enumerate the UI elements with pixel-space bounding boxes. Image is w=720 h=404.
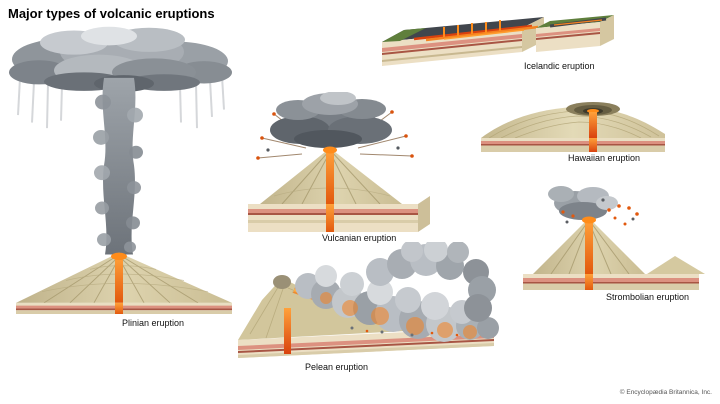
icelandic-illustration: [374, 12, 614, 84]
strombolian-illustration: [517, 186, 705, 296]
vulcanian-illustration: [240, 92, 435, 242]
page-title: Major types of volcanic eruptions: [8, 6, 215, 21]
pelean-label: Pelean eruption: [305, 362, 369, 372]
plinian-label: Plinian eruption: [122, 318, 185, 328]
strombolian-label: Strombolian eruption: [606, 292, 690, 302]
plinian-eruption-image: [9, 26, 232, 314]
icelandic-eruption-image: [382, 15, 614, 66]
hawaiian-eruption-image: [481, 102, 665, 152]
plinian-illustration: [4, 24, 236, 314]
vulcanian-eruption-image: [248, 92, 430, 232]
copyright-notice: © Encyclopædia Britannica, Inc.: [619, 389, 712, 396]
pelean-illustration: [232, 242, 504, 384]
icelandic-label: Icelandic eruption: [524, 61, 595, 71]
pelean-eruption-image: [238, 242, 499, 358]
hawaiian-illustration: [477, 94, 669, 154]
hawaiian-label: Hawaiian eruption: [568, 153, 641, 163]
strombolian-eruption-image: [523, 186, 705, 290]
vulcanian-label: Vulcanian eruption: [322, 233, 397, 243]
